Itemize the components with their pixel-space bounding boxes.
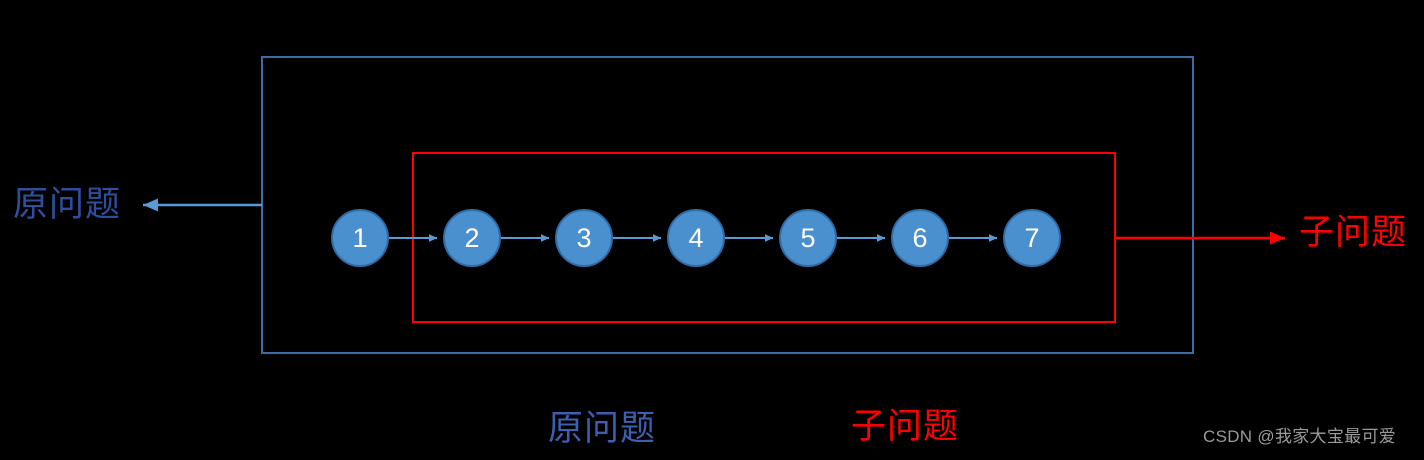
- node-circle-3[interactable]: [555, 209, 613, 267]
- chain-nodes: [331, 209, 1061, 267]
- node-circle-1[interactable]: [331, 209, 389, 267]
- node-circle-5[interactable]: [779, 209, 837, 267]
- node-circle-6[interactable]: [891, 209, 949, 267]
- legend-original-problem: 原问题: [548, 409, 657, 449]
- original-problem-box: [261, 56, 1194, 354]
- original-problem-label: 原问题: [13, 185, 122, 225]
- node-circle-4[interactable]: [667, 209, 725, 267]
- node-circle-7[interactable]: [1003, 209, 1061, 267]
- subproblem-label: 子问题: [1299, 213, 1408, 253]
- node-circle-2[interactable]: [443, 209, 501, 267]
- csdn-watermark: CSDN @我家大宝最可爱: [1203, 427, 1397, 446]
- legend-subproblem: 子问题: [851, 407, 960, 447]
